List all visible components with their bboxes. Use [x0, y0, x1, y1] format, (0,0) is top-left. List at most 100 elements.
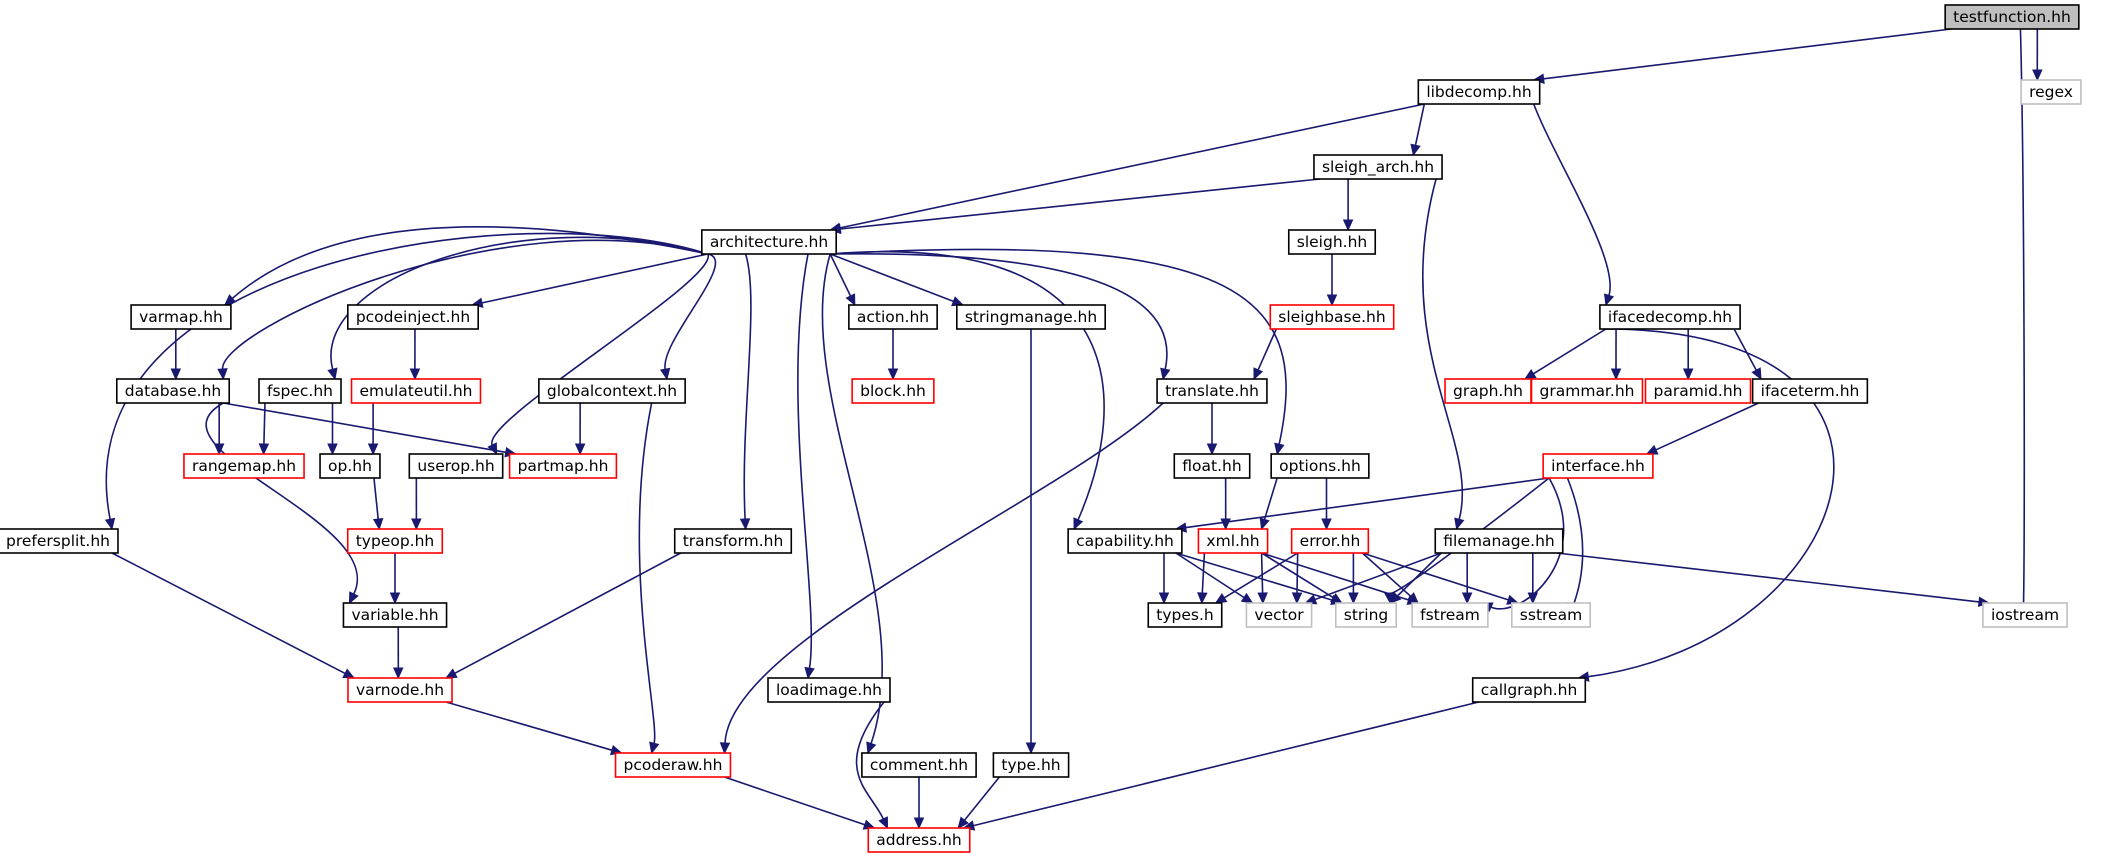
edge-sleighbase-to-translate [1253, 328, 1278, 381]
edge-architecture-to-options [830, 248, 1287, 456]
node-sleigh[interactable]: sleigh.hh [1287, 229, 1377, 255]
node-box [992, 752, 1070, 778]
node-architecture[interactable]: architecture.hh [701, 229, 837, 255]
edge-filemanage-to-fstream [1461, 552, 1473, 605]
node-comment[interactable]: comment.hh [861, 752, 977, 778]
edge-arrowhead [1610, 368, 1622, 381]
node-address[interactable]: address.hh [867, 827, 971, 853]
node-label: database.hh [125, 382, 221, 400]
node-action[interactable]: action.hh [848, 304, 938, 330]
node-type[interactable]: type.hh [992, 752, 1070, 778]
node-grammar[interactable]: grammar.hh [1530, 378, 1644, 404]
node-box [1530, 378, 1644, 404]
edge-line [724, 776, 866, 826]
node-types[interactable]: types.h [1147, 602, 1223, 628]
node-box [1434, 528, 1564, 554]
node-box [1599, 304, 1741, 330]
node-sleighbase[interactable]: sleighbase.hh [1269, 304, 1395, 330]
node-label: capability.hh [1076, 532, 1174, 550]
node-sleigh-arch[interactable]: sleigh_arch.hh [1313, 154, 1443, 180]
node-box [1751, 378, 1869, 404]
node-filemanage[interactable]: filemanage.hh [1434, 528, 1564, 554]
node-translate[interactable]: translate.hh [1156, 378, 1268, 404]
node-loadimage[interactable]: loadimage.hh [767, 677, 891, 703]
edge-userop-to-typeop [411, 477, 422, 531]
node-globalcontext[interactable]: globalcontext.hh [538, 378, 686, 404]
node-userop[interactable]: userop.hh [408, 453, 504, 479]
node-xml[interactable]: xml.hh [1197, 528, 1269, 554]
edge-line [1362, 552, 1509, 601]
edge-sleigh-arch-to-filemanage [1421, 178, 1465, 531]
node-box [1334, 602, 1398, 628]
node-op[interactable]: op.hh [319, 453, 381, 479]
node-label: block.hh [860, 382, 926, 400]
node-box [1287, 229, 1377, 255]
node-regex: regex [2020, 79, 2082, 105]
node-box [701, 229, 837, 255]
edge-arrowhead [411, 518, 422, 531]
node-box [1471, 677, 1587, 703]
node-float[interactable]: float.hh [1173, 453, 1251, 479]
node-varmap[interactable]: varmap.hh [130, 304, 232, 330]
edge-line [829, 253, 954, 303]
node-stringmanage[interactable]: stringmanage.hh [956, 304, 1106, 330]
node-rangemap[interactable]: rangemap.hh [183, 453, 305, 479]
node-fspec[interactable]: fspec.hh [258, 378, 342, 404]
node-prefersplit[interactable]: prefersplit.hh [0, 528, 119, 554]
node-pcoderaw[interactable]: pcoderaw.hh [614, 752, 732, 778]
edge-error-to-vector [1291, 552, 1303, 605]
edge-arrowhead [845, 293, 856, 307]
edge-arrowhead [957, 816, 969, 829]
node-variable[interactable]: variable.hh [342, 602, 448, 628]
node-box [1290, 528, 1370, 554]
node-label: comment.hh [870, 756, 968, 774]
node-label: action.hh [857, 308, 929, 326]
node-pcodeinject[interactable]: pcodeinject.hh [347, 304, 479, 330]
node-emulateutil[interactable]: emulateutil.hh [350, 378, 482, 404]
edge-line [1296, 552, 1299, 594]
edge-line [481, 253, 708, 304]
node-box [851, 378, 935, 404]
edge-line [855, 701, 885, 820]
node-graph[interactable]: graph.hh [1444, 378, 1532, 404]
edge-line [1201, 552, 1206, 594]
edge-libdecomp-to-ifacedecomp [1532, 103, 1615, 307]
node-ifacedecomp[interactable]: ifacedecomp.hh [1599, 304, 1741, 330]
node-varnode[interactable]: varnode.hh [347, 677, 453, 703]
edge-line [1396, 552, 1442, 597]
node-label: callgraph.hh [1481, 681, 1578, 699]
node-paramid[interactable]: paramid.hh [1644, 378, 1752, 404]
node-testfunction[interactable]: testfunction.hh [1944, 4, 2080, 30]
edge-line [223, 402, 506, 454]
node-block[interactable]: block.hh [851, 378, 935, 404]
edge-arrowhead [1645, 444, 1659, 455]
node-interface[interactable]: interface.hh [1542, 453, 1654, 479]
node-database[interactable]: database.hh [115, 378, 231, 404]
edge-arrowhead [1523, 368, 1537, 380]
edge-comment-to-address [913, 777, 925, 830]
node-libdecomp[interactable]: libdecomp.hh [1417, 79, 1541, 105]
node-transform[interactable]: transform.hh [673, 528, 793, 554]
node-box [1197, 528, 1269, 554]
node-partmap[interactable]: partmap.hh [508, 453, 618, 479]
edge-arrowhead [1274, 442, 1285, 456]
node-box [1411, 602, 1489, 628]
edge-arrowhead [913, 817, 925, 830]
node-box [1944, 4, 2080, 30]
edge-transform-to-varnode [444, 552, 682, 679]
node-capability[interactable]: capability.hh [1067, 528, 1183, 554]
node-string: string [1334, 602, 1398, 628]
node-callgraph[interactable]: callgraph.hh [1471, 677, 1587, 703]
node-ifaceterm[interactable]: ifaceterm.hh [1751, 378, 1869, 404]
edge-line [1556, 552, 1980, 603]
edge-line [1223, 552, 1299, 599]
edge-architecture-to-userop [487, 253, 709, 456]
edge-arrowhead [372, 518, 384, 531]
node-box [956, 304, 1106, 330]
edge-line [373, 477, 379, 520]
node-label: partmap.hh [518, 457, 609, 475]
node-options[interactable]: options.hh [1270, 453, 1370, 479]
node-typeop[interactable]: typeop.hh [346, 528, 444, 554]
node-error[interactable]: error.hh [1290, 528, 1370, 554]
edge-libdecomp-to-sleigh-arch [1410, 103, 1426, 157]
